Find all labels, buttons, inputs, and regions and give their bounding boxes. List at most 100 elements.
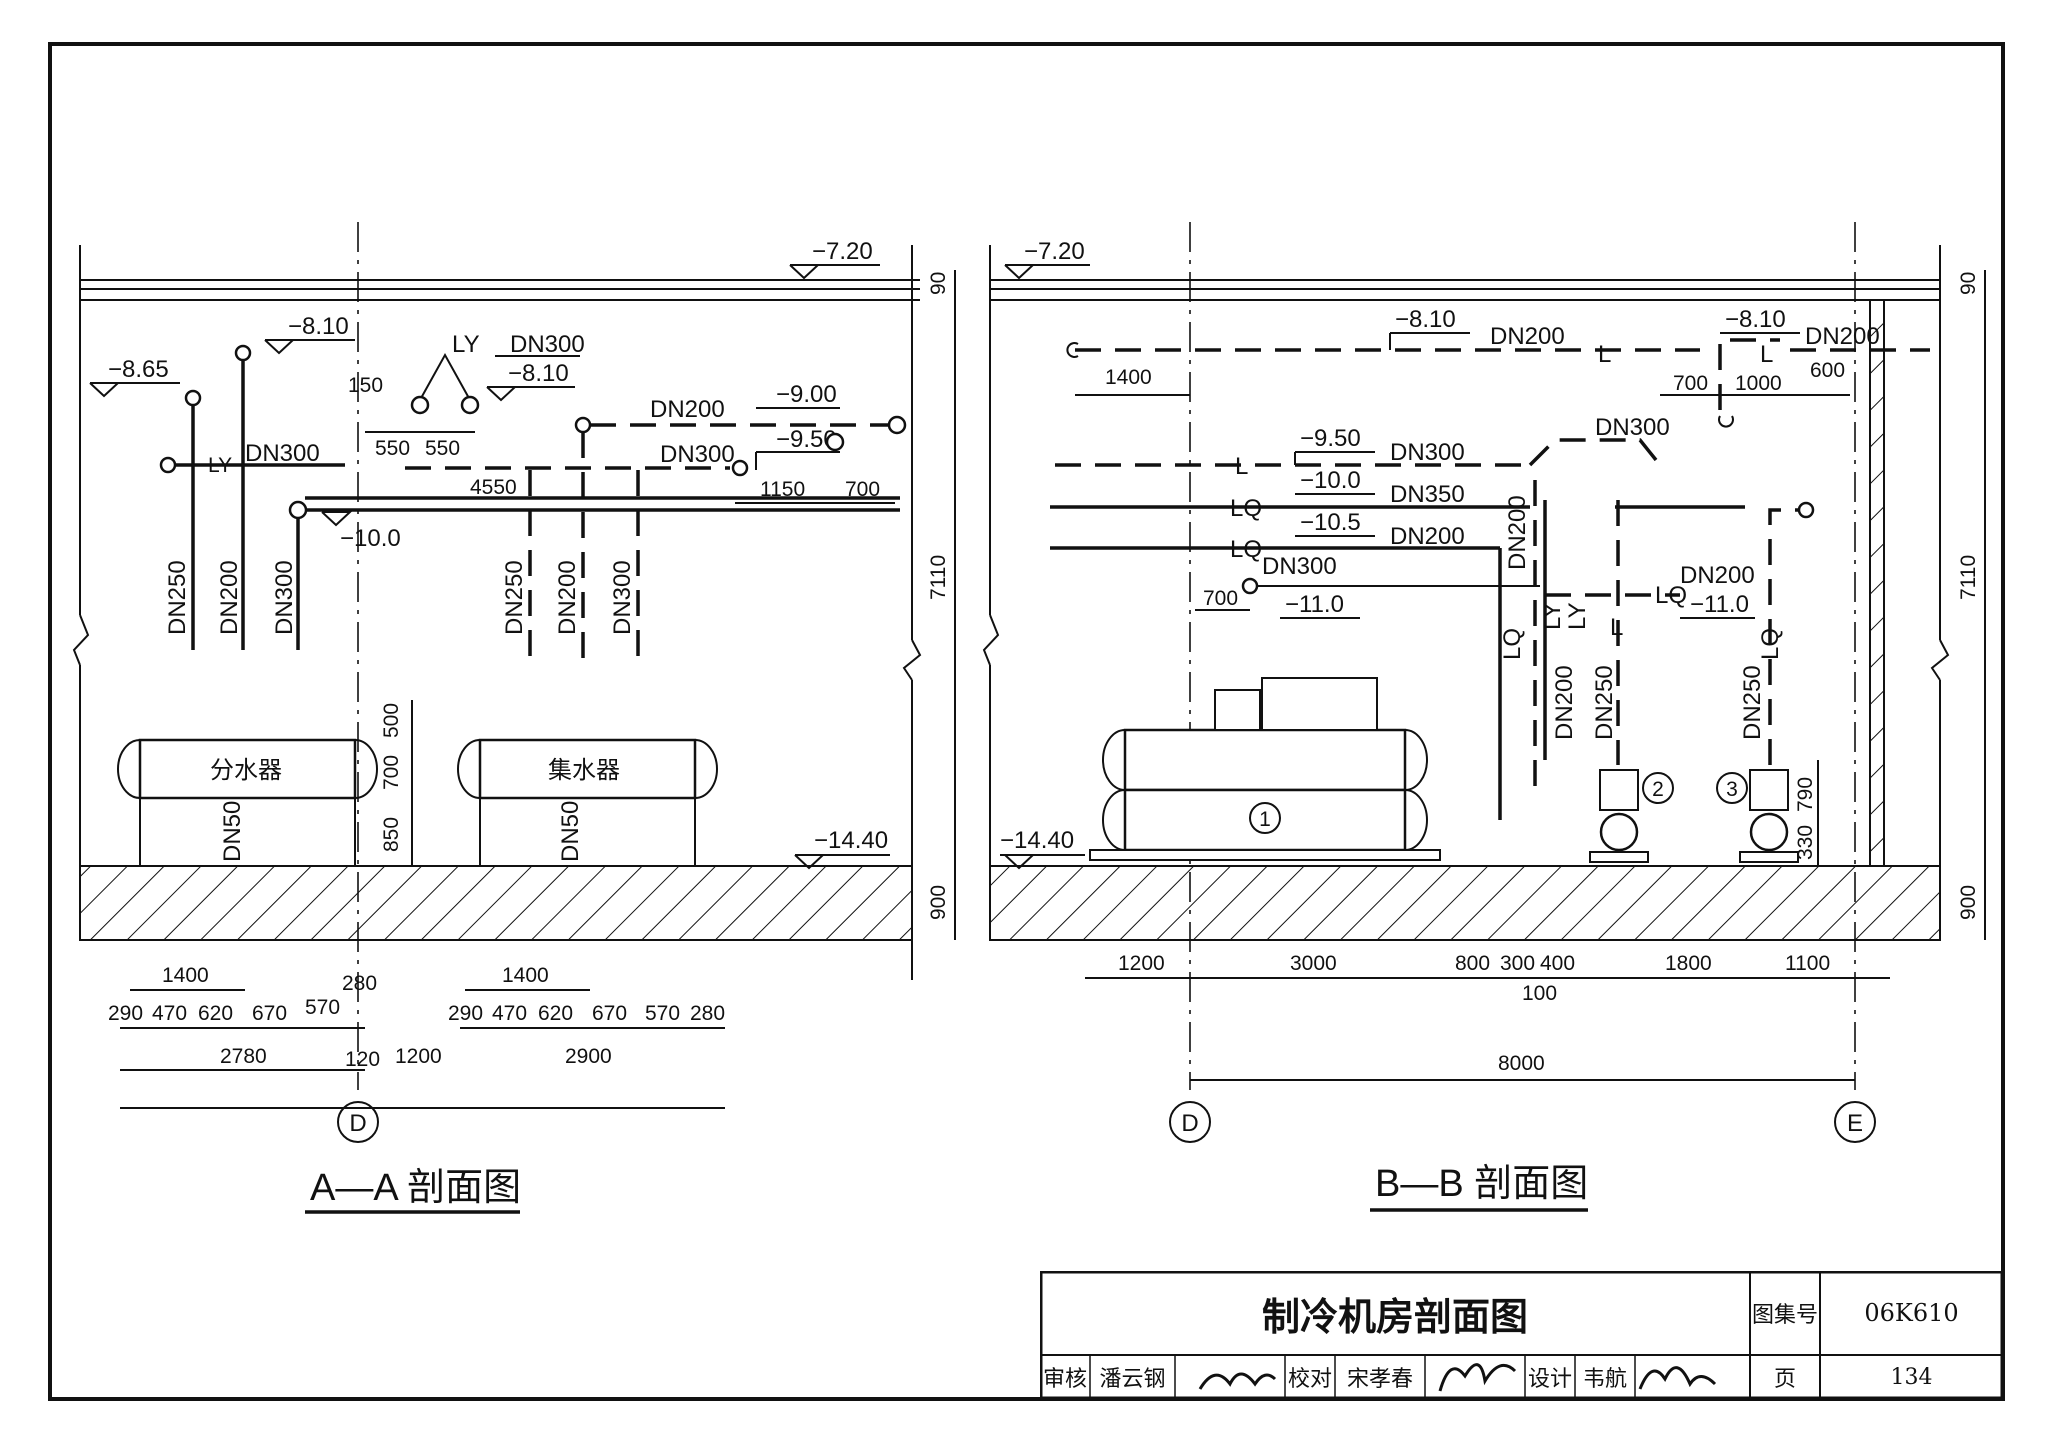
pipe-ly-small-aa: LY — [452, 331, 480, 358]
dn200-c-bb: DN200 — [1390, 523, 1465, 550]
equip-2-bubble — [1642, 772, 1674, 804]
dim-120-aa: 120 — [345, 1048, 380, 1071]
dim-90-aa: 90 — [927, 272, 950, 295]
elev-810b-bb: −8.10 — [1725, 306, 1786, 333]
axis-d-label-bb: D — [1181, 1110, 1198, 1137]
section-bb: D E −7.20 −14.40 −8.10 DN200 L −8.10 L D… — [982, 222, 1986, 1212]
sheet-frame — [48, 42, 2005, 1401]
checker-name: 宋孝春 — [1346, 1367, 1413, 1392]
axis-d-label-aa: D — [349, 1110, 366, 1137]
dim-550a-aa: 550 — [375, 437, 410, 460]
chiller-unit: 1 — [1089, 677, 1441, 861]
page-label: 页 — [1773, 1367, 1796, 1392]
elev-1100-bb: −11.0 — [1285, 591, 1344, 618]
bdim-bb-1: 3000 — [1290, 952, 1337, 975]
section-aa: D −7.20 −8.10 −8.65 −8.10 −10.0 −14.40 −… — [72, 222, 956, 1214]
elev-865-aa: −8.65 — [108, 356, 169, 383]
dim-2780-aa: 2780 — [220, 1045, 267, 1068]
page-number: 134 — [1890, 1364, 1933, 1390]
dim-7110-aa: 7110 — [927, 555, 950, 600]
axis-e-label-bb: E — [1847, 1110, 1863, 1137]
dim-1150-aa: 1150 — [760, 478, 805, 501]
elev-810-aa: −8.10 — [288, 313, 349, 340]
dim-700a-bb: 700 — [1673, 372, 1708, 395]
review-label: 审核 — [1042, 1367, 1087, 1392]
dn200-top-bb: DN200 — [1490, 323, 1565, 350]
vert-dn-left-1: DN200 — [216, 560, 243, 635]
elev-950-bb: −9.50 — [1300, 425, 1361, 452]
dim-850-aa: 850 — [380, 817, 403, 852]
vert-dn-left-2: DN300 — [271, 560, 298, 635]
elev-top-aa: −7.20 — [812, 238, 873, 265]
vert-labels-left-aa: DN250 DN200 DN300 — [164, 560, 298, 635]
pipe-l4-bb: L — [1610, 614, 1623, 641]
bottom-dims-right-aa: 290 470 620 670 570 280 — [448, 1002, 725, 1025]
floor-slab-bb — [989, 865, 1941, 941]
dim-100-bb: 100 — [1522, 982, 1557, 1005]
dn300-c-bb: DN300 — [1262, 553, 1337, 580]
dim-150-aa: 150 — [348, 374, 383, 397]
pipe-lq5-bb: LQ — [1499, 628, 1526, 660]
dn300-mid-aa: DN300 — [660, 441, 735, 468]
bdim-bb-3: 300 — [1500, 952, 1535, 975]
dn300-top-aa: DN300 — [510, 331, 585, 358]
elev-top-bb: −7.20 — [1024, 238, 1085, 265]
elev-1000-aa: −10.0 — [340, 525, 401, 552]
dim-1400-bb: 1400 — [1105, 366, 1152, 389]
elev-810b-aa: −8.10 — [508, 360, 569, 387]
vert-dn-right-1: DN200 — [554, 560, 581, 635]
dim-7110-bb: 7110 — [1957, 555, 1980, 600]
dn200-vert-bb: DN200 — [1504, 495, 1531, 570]
dim-1400-left-aa: 1400 — [162, 964, 209, 987]
floor-slab-aa — [79, 865, 913, 941]
dn200-right-bb: DN200 — [1805, 323, 1880, 350]
dn200-vert2-bb: DN200 — [1551, 665, 1578, 740]
drawing-title: 制冷机房剖面图 — [1261, 1294, 1528, 1339]
bdim-left-3: 670 — [252, 1002, 287, 1025]
bdim-right-2: 620 — [538, 1002, 573, 1025]
atlas-number: 06K610 — [1864, 1299, 1959, 1327]
bdim-bb-2: 800 — [1455, 952, 1490, 975]
dim-500-aa: 500 — [380, 703, 403, 738]
drain-dn50-left: DN50 — [219, 801, 246, 862]
elev-900-aa: −9.00 — [776, 381, 837, 408]
pump-3: 3 — [1716, 769, 1799, 863]
dn250-vert2-bb: DN250 — [1739, 665, 1766, 740]
bdim-left-4: 570 — [305, 996, 340, 1019]
bdim-left-1: 470 — [152, 1002, 187, 1025]
dn200-top-aa: DN200 — [650, 396, 725, 423]
bdim-right-0: 290 — [448, 1002, 483, 1025]
elev-1000-bb: −10.0 — [1300, 467, 1361, 494]
dim-1000-bb: 1000 — [1735, 372, 1782, 395]
bdim-right-4: 570 — [645, 1002, 680, 1025]
elev-floor-bb: −14.40 — [1000, 827, 1074, 854]
equip-3-bubble — [1716, 772, 1748, 804]
dim-8000-bb: 8000 — [1498, 1052, 1545, 1075]
designer-name: 韦航 — [1582, 1367, 1627, 1392]
bdim-right-5: 280 — [690, 1002, 725, 1025]
equip-3-label: 3 — [1726, 778, 1738, 801]
equip-2-label: 2 — [1652, 778, 1664, 801]
axis-e-bubble-bb — [1834, 1101, 1876, 1143]
right-wall-bb — [1869, 299, 1885, 867]
vert-labels-right-aa: DN250 DN200 DN300 — [501, 560, 636, 635]
pipe-lq3-bb: LQ — [1655, 582, 1687, 609]
dn250-vert-bb: DN250 — [1591, 665, 1618, 740]
dn300-left-aa: DN300 — [245, 440, 320, 467]
pump-2: 2 — [1589, 769, 1674, 863]
dn350-bb: DN350 — [1390, 481, 1465, 508]
atlas-label: 图集号 — [1751, 1303, 1818, 1328]
bdim-bb-4: 400 — [1540, 952, 1575, 975]
section-bb-title: B—B 剖面图 — [1375, 1163, 1588, 1205]
bdim-right-3: 670 — [592, 1002, 627, 1025]
return-manifold: 集水器 — [457, 738, 718, 866]
bottom-dims-bb: 1200 3000 800 300 400 1800 1100 — [1118, 952, 1830, 975]
dim-900-aa: 900 — [927, 885, 950, 920]
dim-2900-aa: 2900 — [565, 1045, 612, 1068]
dn300-b-bb: DN300 — [1595, 414, 1670, 441]
bdim-bb-0: 1200 — [1118, 952, 1165, 975]
dim-600-bb: 600 — [1810, 359, 1845, 382]
pipe-l1-bb: L — [1598, 341, 1611, 368]
vessel-supply-label: 分水器 — [210, 757, 282, 784]
